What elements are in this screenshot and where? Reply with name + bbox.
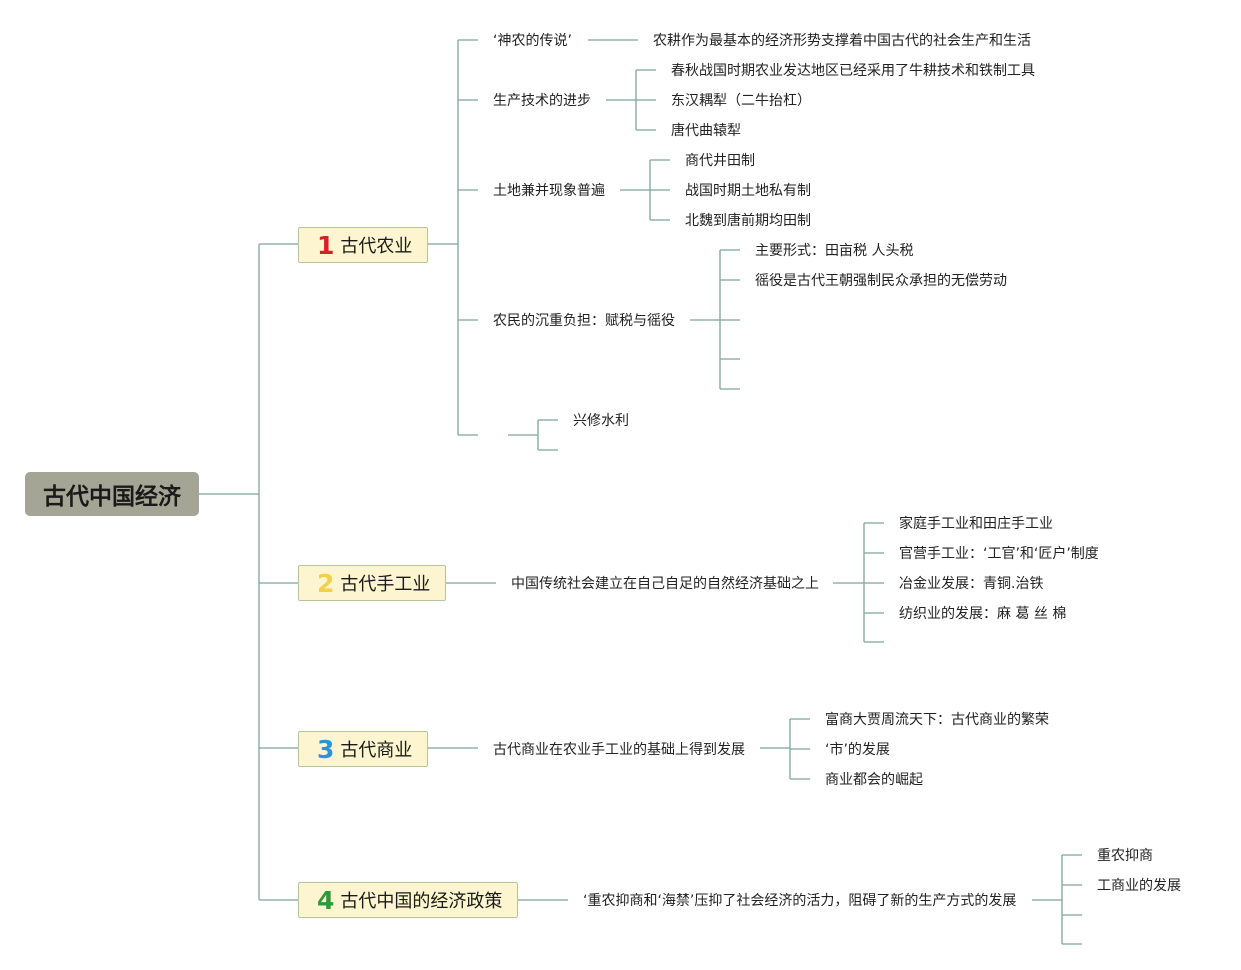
branch-economic-policy-title: 古代中国的经济政策 bbox=[340, 891, 503, 912]
branch-agriculture-title: 古代农业 bbox=[340, 236, 413, 257]
leaf-market[interactable]: ‘市’的发展 bbox=[825, 742, 890, 758]
branch-commerce-title: 古代商业 bbox=[340, 740, 413, 761]
topic-commerce-development[interactable]: 古代商业在农业手工业的基础上得到发展 bbox=[493, 742, 745, 758]
root-node[interactable]: 古代中国经济 bbox=[25, 472, 199, 516]
number-2-icon: 2 bbox=[317, 568, 335, 598]
number-1-icon: 1 bbox=[317, 230, 335, 260]
leaf-industry-commerce[interactable]: 工商业的发展 bbox=[1097, 878, 1181, 894]
branch-commerce[interactable]: 3 古代商业 bbox=[298, 731, 428, 767]
branch-agriculture[interactable]: 1 古代农业 bbox=[298, 227, 428, 263]
leaf-irrigation[interactable]: 兴修水利 bbox=[573, 413, 629, 429]
leaf-merchants[interactable]: 富商大贾周流天下：古代商业的繁荣 bbox=[825, 712, 1049, 728]
leaf-emphasize-agriculture[interactable]: 重农抑商 bbox=[1097, 848, 1153, 864]
branch-handicraft-title: 古代手工业 bbox=[340, 574, 431, 595]
leaf-commercial-cities[interactable]: 商业都会的崛起 bbox=[825, 772, 923, 788]
leaf-private-land[interactable]: 战国时期土地私有制 bbox=[685, 183, 811, 199]
leaf-official-handicraft[interactable]: 官营手工业：‘工官’和‘匠户’制度 bbox=[899, 546, 1099, 562]
branch-handicraft[interactable]: 2 古代手工业 bbox=[298, 565, 446, 601]
topic-shennong-legend[interactable]: ‘神农的传说’ bbox=[493, 33, 572, 49]
number-4-icon: 4 bbox=[317, 885, 335, 915]
leaf-equal-field[interactable]: 北魏到唐前期均田制 bbox=[685, 213, 811, 229]
leaf-tang-curved-plough[interactable]: 唐代曲辕犁 bbox=[671, 123, 741, 139]
topic-peasant-burden[interactable]: 农民的沉重负担：赋税与徭役 bbox=[493, 313, 675, 329]
leaf-well-field[interactable]: 商代井田制 bbox=[685, 153, 755, 169]
topic-policy-impact[interactable]: ‘重农抑商和‘海禁’压抑了社会经济的活力，阻碍了新的生产方式的发展 bbox=[583, 893, 1017, 909]
leaf-textile[interactable]: 纺织业的发展：麻 葛 丝 棉 bbox=[899, 606, 1067, 622]
branch-economic-policy[interactable]: 4 古代中国的经济政策 bbox=[298, 882, 518, 918]
topic-land-annexation[interactable]: 土地兼并现象普遍 bbox=[493, 183, 605, 199]
leaf-tax-forms[interactable]: 主要形式：田亩税 人头税 bbox=[755, 243, 914, 259]
number-3-icon: 3 bbox=[317, 734, 335, 764]
leaf-family-handicraft[interactable]: 家庭手工业和田庄手工业 bbox=[899, 516, 1053, 532]
topic-production-tech[interactable]: 生产技术的进步 bbox=[493, 93, 591, 109]
leaf-ox-plough-iron[interactable]: 春秋战国时期农业发达地区已经采用了牛耕技术和铁制工具 bbox=[671, 63, 1035, 79]
leaf-farming-foundation[interactable]: 农耕作为最基本的经济形势支撑着中国古代的社会生产和生活 bbox=[653, 33, 1031, 49]
leaf-donghan-plough[interactable]: 东汉耦犁（二牛抬杠） bbox=[671, 93, 811, 109]
topic-natural-economy[interactable]: 中国传统社会建立在自己自足的自然经济基础之上 bbox=[511, 576, 819, 592]
leaf-metallurgy[interactable]: 冶金业发展：青铜.治铁 bbox=[899, 576, 1044, 592]
leaf-corvee[interactable]: 徭役是古代王朝强制民众承担的无偿劳动 bbox=[755, 273, 1007, 289]
